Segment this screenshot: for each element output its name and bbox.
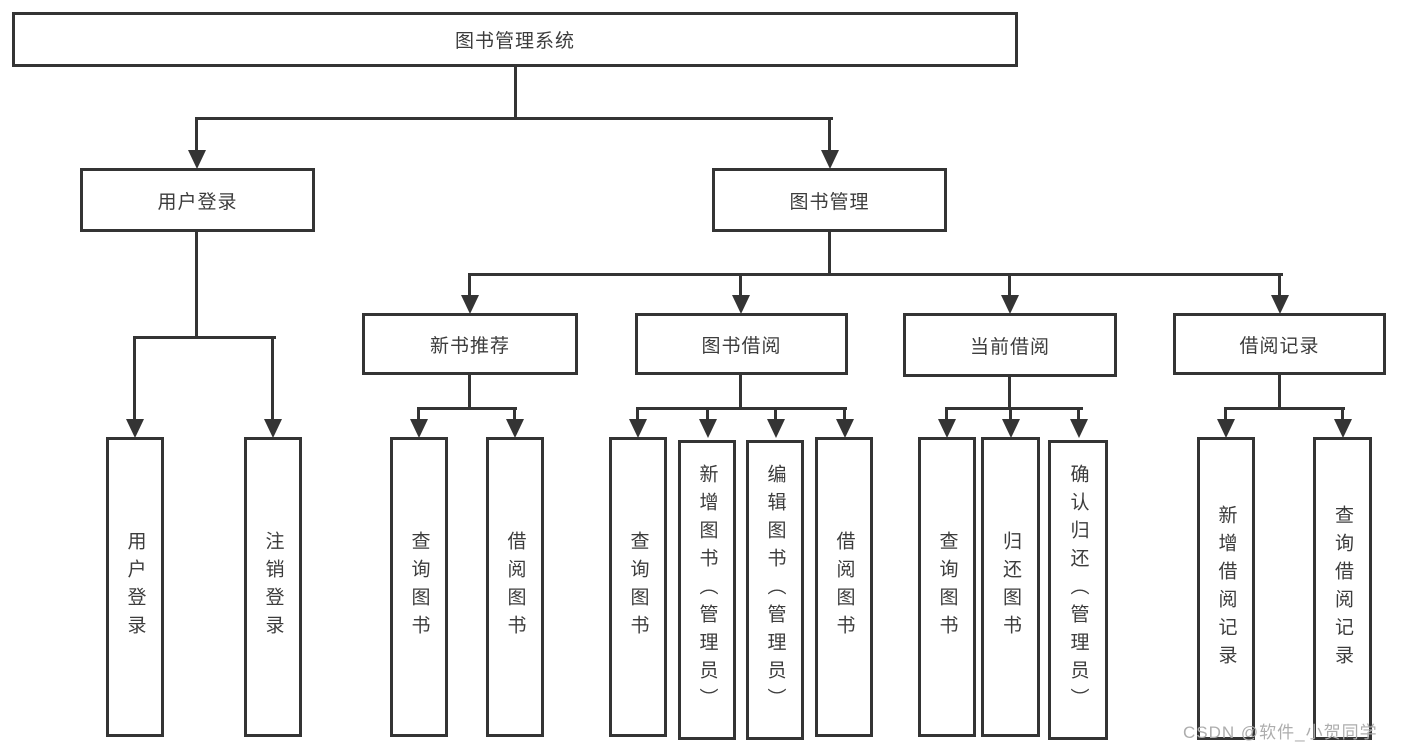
leaf-borrow-edit-books-label: 编辑图书（管理员） (764, 464, 786, 716)
arrow-down-icon (188, 150, 206, 169)
leaf-current-confirm-return-label: 确认归还（管理员） (1067, 464, 1089, 716)
connector-drop-borrow-records (1278, 273, 1281, 298)
leaf-records-query-record-label: 查询借阅记录 (1332, 504, 1353, 673)
connector-borrow-records-stem (1278, 374, 1281, 410)
connector-drop-current-borrow (1008, 273, 1011, 298)
arrow-down-icon (699, 419, 717, 438)
node-user-login-label: 用户登录 (157, 191, 238, 213)
connector-root-stem (514, 64, 517, 119)
arrow-down-icon (821, 150, 839, 169)
connector-drop (1341, 407, 1344, 422)
leaf-records-add-record-label: 新增借阅记录 (1215, 504, 1237, 673)
arrow-down-icon (1070, 419, 1088, 438)
arrow-down-icon (1001, 295, 1019, 314)
leaf-borrow-add-books: 新增图书（管理员） (678, 440, 736, 740)
connector-borrow-records-rail (1224, 407, 1345, 410)
leaf-user-login: 用户登录 (106, 437, 164, 737)
arrow-down-icon (410, 419, 428, 438)
leaf-recommend-query-books: 查询图书 (390, 437, 448, 737)
connector-drop (636, 407, 639, 422)
connector-drop-book-mgmt (828, 117, 831, 153)
connector-drop (945, 407, 948, 422)
leaf-current-query-books-label: 查询图书 (936, 531, 958, 643)
connector-drop-leaf-logout (271, 336, 274, 422)
node-book-management: 图书管理 (712, 168, 947, 232)
connector-drop (1077, 407, 1080, 422)
node-current-borrowing-label: 当前借阅 (969, 336, 1050, 358)
arrow-down-icon (1217, 419, 1235, 438)
connector-drop (513, 407, 516, 422)
leaf-current-confirm-return: 确认归还（管理员） (1048, 440, 1108, 740)
node-borrowing-records-label: 借阅记录 (1239, 335, 1320, 357)
node-book-borrowing: 图书借阅 (635, 313, 848, 375)
connector-drop (843, 407, 846, 422)
connector-book-borrow-rail (636, 407, 847, 410)
node-new-book-recommend: 新书推荐 (362, 313, 578, 375)
leaf-borrow-add-books-label: 新增图书（管理员） (696, 464, 718, 716)
arrow-down-icon (1334, 419, 1352, 438)
connector-current-borrow-rail (945, 407, 1083, 410)
node-borrowing-records: 借阅记录 (1173, 313, 1386, 375)
arrow-down-icon (1271, 295, 1289, 314)
connector-drop-book-borrow (739, 273, 742, 298)
arrow-down-icon (732, 295, 750, 314)
arrow-down-icon (767, 419, 785, 438)
connector-drop-user-login (195, 117, 198, 153)
arrow-down-icon (264, 419, 282, 438)
leaf-recommend-query-books-label: 查询图书 (408, 531, 430, 643)
arrow-down-icon (938, 419, 956, 438)
connector-root-rail (195, 117, 833, 120)
connector-drop-leaf-user-login (133, 336, 136, 422)
csdn-watermark: CSDN @软件_小贺同学 (1183, 723, 1378, 742)
arrow-down-icon (629, 419, 647, 438)
leaf-current-return-books: 归还图书 (981, 437, 1040, 737)
node-user-login: 用户登录 (80, 168, 315, 232)
node-book-management-label: 图书管理 (789, 191, 870, 213)
connector-book-mgmt-rail (468, 273, 1283, 276)
connector-drop (774, 407, 777, 422)
connector-book-mgmt-stem (828, 229, 831, 276)
connector-drop (706, 407, 709, 422)
arrow-down-icon (836, 419, 854, 438)
leaf-recommend-borrow-books: 借阅图书 (486, 437, 544, 737)
arrow-down-icon (126, 419, 144, 438)
leaf-current-query-books: 查询图书 (918, 437, 976, 737)
connector-new-book-stem (468, 374, 471, 410)
connector-new-book-rail (417, 407, 517, 410)
leaf-borrow-borrow-books: 借阅图书 (815, 437, 873, 737)
connector-current-borrow-stem (1008, 377, 1011, 410)
leaf-records-add-record: 新增借阅记录 (1197, 437, 1255, 740)
connector-drop (417, 407, 420, 422)
node-root-system-label: 图书管理系统 (454, 31, 575, 52)
connector-drop (1224, 407, 1227, 422)
leaf-recommend-borrow-books-label: 借阅图书 (504, 531, 526, 643)
arrow-down-icon (461, 295, 479, 314)
node-new-book-recommend-label: 新书推荐 (429, 335, 510, 357)
node-current-borrowing: 当前借阅 (903, 313, 1117, 377)
leaf-borrow-borrow-books-label: 借阅图书 (833, 531, 855, 643)
arrow-down-icon (1002, 419, 1020, 438)
leaf-logout-label: 注销登录 (262, 531, 284, 643)
connector-user-login-stem (195, 229, 198, 339)
connector-user-login-rail (133, 336, 276, 339)
leaf-user-login-label: 用户登录 (124, 531, 146, 643)
leaf-borrow-edit-books: 编辑图书（管理员） (746, 440, 804, 740)
leaf-current-return-books-label: 归还图书 (1000, 531, 1021, 643)
leaf-borrow-query-books-label: 查询图书 (627, 531, 649, 643)
node-root-system: 图书管理系统 (12, 12, 1018, 67)
node-book-borrowing-label: 图书借阅 (701, 335, 782, 357)
connector-drop (1009, 407, 1012, 422)
leaf-logout: 注销登录 (244, 437, 302, 737)
arrow-down-icon (506, 419, 524, 438)
connector-drop-new-book (468, 273, 471, 298)
leaf-records-query-record: 查询借阅记录 (1313, 437, 1372, 740)
connector-book-borrow-stem (739, 374, 742, 410)
leaf-borrow-query-books: 查询图书 (609, 437, 667, 737)
